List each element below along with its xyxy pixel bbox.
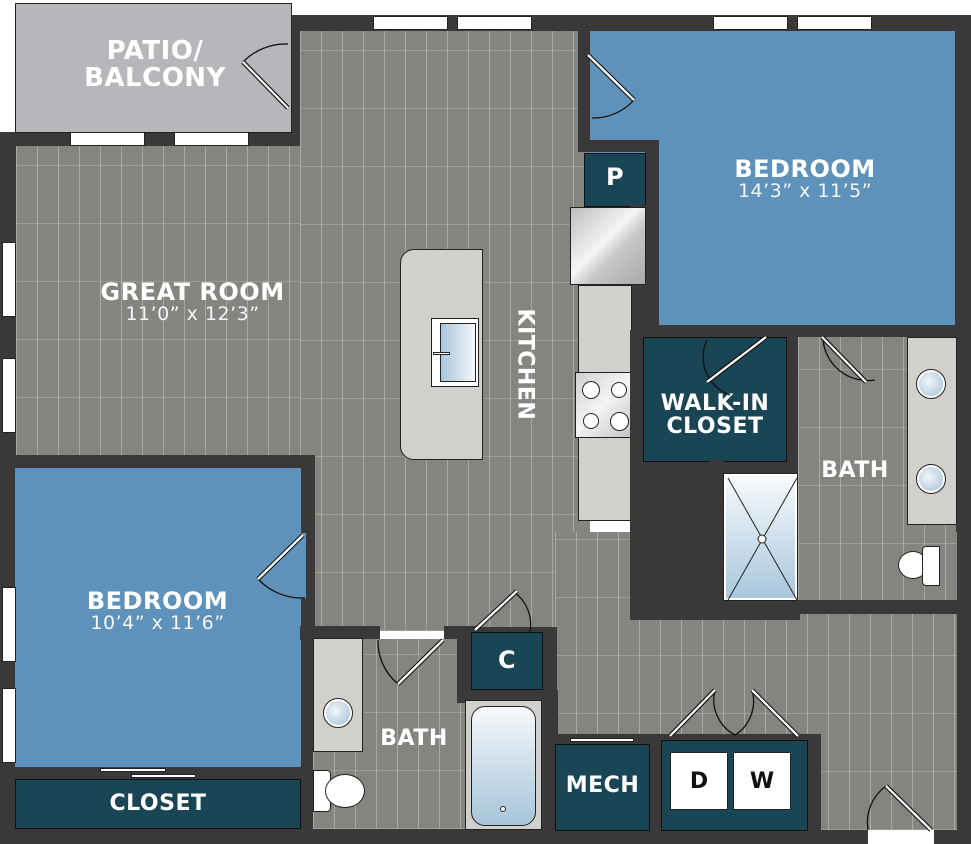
exterior-wall-bottom [0,828,971,844]
window [70,132,145,146]
coat-closet-label: C [497,646,517,674]
bedroom-1-label: BEDROOM 14’3” x 11’5” [700,155,910,203]
kitchen-sink [431,318,479,387]
window [2,688,16,763]
exterior-wall-right [955,15,971,844]
bedroom-2-label: BEDROOM 10’4” x 11’6” [55,587,260,635]
closet [15,779,301,829]
patio-label: PATIO/ BALCONY [60,36,250,94]
washer: W [733,752,791,810]
hall-bath-vanity [313,638,363,752]
vanity-sink [916,369,946,399]
hall-bath-wall-top-left [300,626,380,640]
bedroom-1-name: BEDROOM [734,155,876,183]
mech-door [570,738,634,742]
hall-bath-label: BATH [380,726,448,751]
great-room-label: GREAT ROOM 11’0” x 12’3” [70,278,315,326]
mech-room [555,744,650,831]
great-room-floor [16,146,316,456]
burner-icon [610,412,629,431]
bedroom-1-dimensions: 14’3” x 11’5” [737,180,873,203]
walk-in-closet-line1: WALK-IN [660,391,770,416]
window [457,16,532,30]
kitchen-floor [300,31,590,631]
master-vanity [907,337,957,525]
window [2,587,16,662]
great-room-dimensions: 11’0” x 12’3” [125,303,260,326]
closet-label: CLOSET [109,791,207,816]
great-room-name: GREAT ROOM [100,278,285,306]
patio-label-line1: PATIO/ [106,36,204,66]
faucet-icon [433,352,450,355]
window [373,16,448,30]
window [2,242,16,317]
window [174,132,249,146]
refrigerator [570,207,646,285]
bedroom-2 [15,468,301,770]
shower-drain-lines [727,477,798,601]
bedroom-2-name: BEDROOM [86,587,229,615]
walk-in-closet-label: WALK-IN CLOSET [643,392,787,438]
closet-sliding-door [100,768,166,772]
window [713,16,788,30]
window [2,358,16,433]
vanity-sink [323,698,353,728]
bedroom-2-dimensions: 10’4” x 11’6” [90,612,225,635]
patio-label-line2: BALCONY [84,63,226,94]
mech-label: MECH [565,773,640,798]
stove [575,372,632,438]
shower [723,473,798,601]
toilet-icon [313,770,371,812]
bathtub [465,700,542,830]
pantry-label: P [605,163,625,191]
toilet-icon [898,546,942,586]
burner-icon [583,413,599,429]
bedroom-2-wall-top [0,455,315,469]
walk-in-closet [643,337,787,462]
vanity-sink [916,464,946,494]
burner-icon [582,381,600,399]
burner-icon [611,382,627,398]
walk-in-closet-line2: CLOSET [666,414,764,440]
dryer: D [670,752,728,810]
window [797,16,872,30]
bedroom-1-wall-step [578,140,658,152]
master-bath-wall-bottom [710,600,957,614]
bedroom-1-wall-inner [645,140,659,340]
master-bath-wall-left [710,460,724,614]
pantry [584,153,646,207]
closet-wall [0,767,315,779]
entry-opening [868,830,934,844]
master-bath-label: BATH [821,458,889,483]
coat-closet [471,632,543,690]
exterior-wall-top-right [288,15,958,31]
tub-drain-icon [500,806,506,812]
closet-sliding-door [131,774,196,778]
